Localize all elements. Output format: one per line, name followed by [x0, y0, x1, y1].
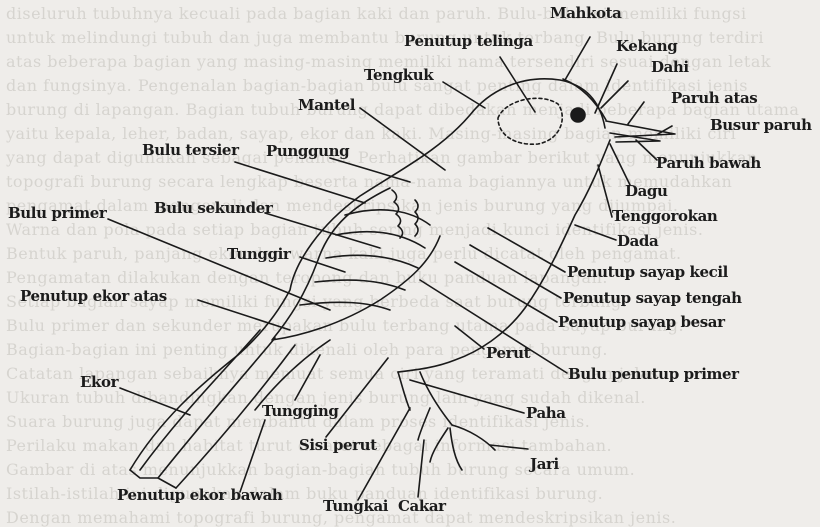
label-dagu: Dagu	[625, 182, 668, 200]
label-penutup-ekor-bawah: Penutup ekor bawah	[117, 486, 282, 504]
label-tenggorokan: Tenggorokan	[612, 207, 717, 225]
leader-sisi-perut	[326, 358, 388, 437]
leader-paruh-atas	[628, 102, 644, 124]
leader-mantel	[360, 108, 445, 170]
leader-tenggorokan	[598, 165, 612, 217]
label-paruh-bawah: Paruh bawah	[656, 154, 761, 172]
leader-paha	[410, 380, 524, 413]
foot-toe-2	[450, 428, 462, 470]
label-penutup-sayap-kecil: Penutup sayap kecil	[567, 263, 728, 281]
label-cakar: Cakar	[398, 497, 446, 515]
leader-tungging	[295, 355, 320, 400]
label-penutup-ekor-atas: Penutup ekor atas	[20, 287, 167, 305]
leader-cakar	[418, 440, 424, 497]
label-paha: Paha	[526, 404, 566, 422]
label-jari: Jari	[530, 455, 559, 473]
leader-punggung	[330, 158, 410, 182]
wing-feather-2	[336, 232, 425, 248]
label-tungkai: Tungkai	[323, 497, 388, 515]
leader-dagu	[610, 144, 630, 185]
label-bulu-penutup-primer: Bulu penutup primer	[568, 365, 739, 383]
wing-feather-4	[315, 280, 405, 290]
label-mahkota: Mahkota	[550, 4, 621, 22]
wing-scallop-1	[392, 190, 403, 238]
leader-ekor	[120, 388, 190, 415]
leader-penutup-telinga	[500, 57, 535, 112]
label-sisi-perut: Sisi perut	[299, 436, 377, 454]
leader-bulu-tersier	[235, 162, 365, 203]
leader-tunggir	[300, 257, 345, 272]
leader-tengkuk	[443, 82, 485, 108]
wing-feather-3	[326, 255, 418, 268]
undertail-outline	[255, 340, 330, 410]
tail-outline-1	[140, 330, 260, 470]
label-penutup-telinga: Penutup telinga	[404, 32, 533, 50]
label-paruh-atas: Paruh atas	[671, 89, 757, 107]
leader-jari	[490, 445, 528, 449]
label-busur-paruh: Busur paruh	[710, 116, 812, 134]
leader-tungkai	[358, 408, 410, 500]
label-bulu-tersier: Bulu tersier	[142, 141, 239, 159]
wing-scallop-2	[415, 200, 418, 236]
label-punggung: Punggung	[266, 142, 349, 160]
foot-back-toe	[418, 408, 430, 440]
label-dada: Dada	[617, 232, 658, 250]
leader-penutup-sayap-besar	[455, 262, 557, 322]
leader-penutup-ekor-bawah	[240, 420, 265, 492]
leg-upper	[398, 372, 410, 410]
label-ekor: Ekor	[80, 373, 118, 391]
foot-toe-3	[430, 428, 448, 462]
foot-toe-1	[452, 425, 495, 450]
leader-penutup-sayap-kecil	[488, 228, 565, 272]
label-penutup-sayap-tengah: Penutup sayap tengah	[563, 289, 742, 307]
label-bulu-primer: Bulu primer	[8, 204, 106, 222]
leader-kekang	[595, 64, 617, 113]
wing-outline	[272, 188, 440, 340]
label-tungging: Tungging	[262, 402, 338, 420]
bird-eye	[571, 108, 585, 122]
leader-bulu-sekunder	[265, 213, 380, 248]
label-dahi: Dahi	[651, 58, 689, 76]
label-tengkuk: Tengkuk	[364, 66, 433, 84]
leader-dahi	[601, 81, 628, 108]
label-tunggir: Tunggir	[227, 245, 290, 263]
leader-perut	[455, 326, 484, 349]
leader-penutup-ekor-atas	[198, 300, 290, 330]
label-kekang: Kekang	[616, 37, 677, 55]
label-penutup-sayap-besar: Penutup sayap besar	[558, 313, 725, 331]
leader-paruh-bawah	[636, 140, 657, 160]
leg-lower	[420, 372, 452, 425]
label-mantel: Mantel	[298, 96, 355, 114]
label-perut: Perut	[486, 344, 530, 362]
leader-dada	[575, 225, 616, 240]
label-bulu-sekunder: Bulu sekunder	[154, 199, 272, 217]
leader-mahkota	[565, 37, 590, 80]
